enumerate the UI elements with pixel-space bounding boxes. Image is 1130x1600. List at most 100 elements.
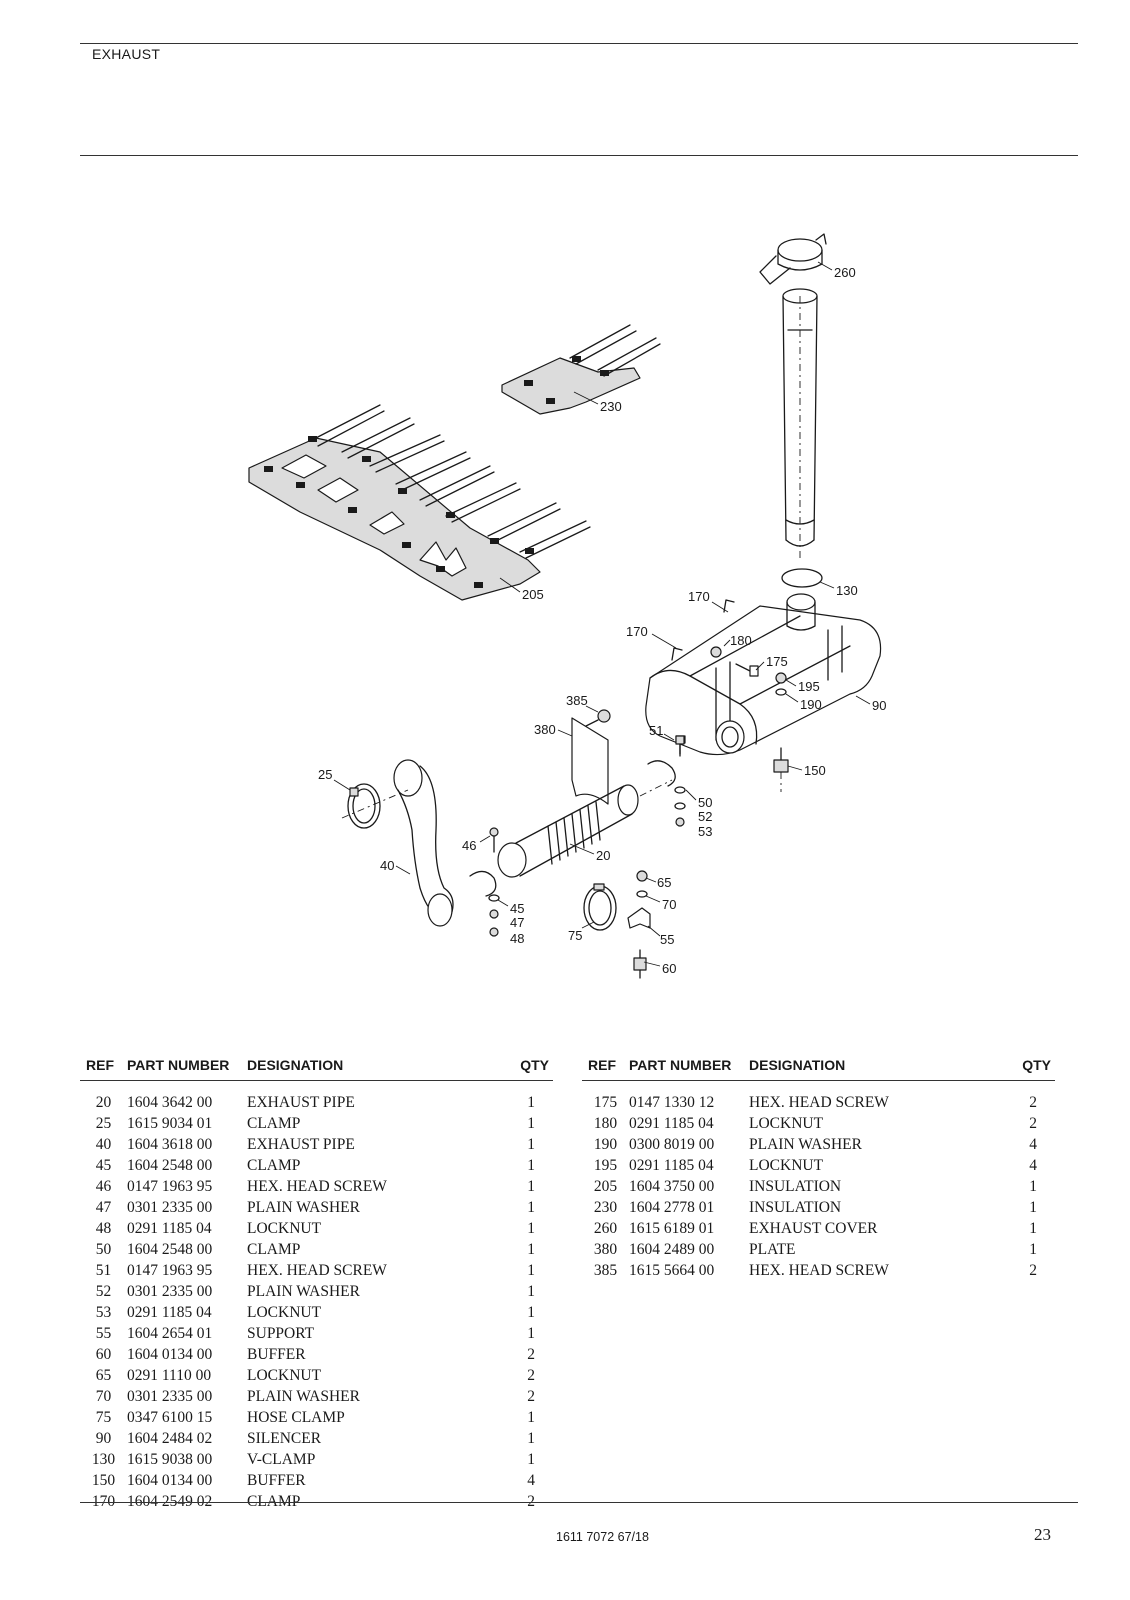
callout-label: 170 bbox=[688, 589, 710, 604]
callout-label: 190 bbox=[800, 697, 822, 712]
ref-cell: 20 bbox=[95, 1093, 112, 1111]
part-number-cell: 1615 5664 00 bbox=[629, 1261, 715, 1279]
qty-cell: 2 bbox=[1029, 1261, 1037, 1279]
designation-cell: EXHAUST PIPE bbox=[247, 1093, 355, 1111]
designation-cell: CLAMP bbox=[247, 1114, 301, 1132]
column-header-part-number: PART NUMBER bbox=[629, 1054, 749, 1081]
designation-cell: V-CLAMP bbox=[247, 1450, 316, 1468]
qty-cell: 1 bbox=[527, 1156, 535, 1174]
callout-label: 25 bbox=[318, 767, 332, 782]
ref-cell: 380 bbox=[593, 1240, 618, 1258]
ref-cell: 65 bbox=[95, 1366, 112, 1384]
callout-label: 385 bbox=[566, 693, 588, 708]
designation-cell: LOCKNUT bbox=[247, 1366, 322, 1384]
ref-cell: 195 bbox=[593, 1156, 618, 1174]
callout-label: 50 bbox=[698, 795, 712, 810]
part-number-cell: 1604 2654 01 bbox=[127, 1324, 213, 1342]
qty-cell: 1 bbox=[527, 1303, 535, 1321]
callout-label: 20 bbox=[596, 848, 610, 863]
document-code: 1611 7072 67/18 bbox=[556, 1530, 649, 1544]
table-row: 65 0291 1110 00 LOCKNUT 2 bbox=[80, 1365, 553, 1386]
qty-cell: 1 bbox=[1029, 1240, 1037, 1258]
clamp-50-drawing bbox=[647, 735, 686, 827]
qty-cell: 2 bbox=[527, 1366, 535, 1384]
ref-cell: 180 bbox=[593, 1114, 618, 1132]
designation-cell: LOCKNUT bbox=[247, 1219, 322, 1237]
column-header-designation: DESIGNATION bbox=[749, 1054, 1009, 1081]
clamp-25-drawing bbox=[347, 783, 381, 829]
part-number-cell: 1604 3750 00 bbox=[629, 1177, 715, 1195]
insulation-205-drawing bbox=[248, 404, 591, 601]
part-number-cell: 1604 0134 00 bbox=[127, 1345, 213, 1363]
part-number-cell: 0147 1963 95 bbox=[127, 1261, 213, 1279]
designation-cell: EXHAUST COVER bbox=[749, 1219, 878, 1237]
ref-cell: 260 bbox=[593, 1219, 618, 1237]
ref-cell: 385 bbox=[593, 1261, 618, 1279]
callout-label: 65 bbox=[657, 875, 671, 890]
callout-label: 205 bbox=[522, 587, 544, 602]
designation-cell: PLAIN WASHER bbox=[749, 1135, 862, 1153]
exhaust-pipe-20-drawing bbox=[497, 779, 673, 878]
qty-cell: 1 bbox=[527, 1219, 535, 1237]
part-number-cell: 1604 3618 00 bbox=[127, 1135, 213, 1153]
column-header-ref: REF bbox=[582, 1054, 629, 1081]
exhaust-cover-260-drawing bbox=[759, 233, 827, 285]
qty-cell: 4 bbox=[527, 1471, 535, 1489]
callout-label: 260 bbox=[834, 265, 856, 280]
header-bottom-rule bbox=[80, 155, 1078, 156]
ref-cell: 75 bbox=[95, 1408, 112, 1426]
part-number-cell: 0300 8019 00 bbox=[629, 1135, 715, 1153]
callout-label: 150 bbox=[804, 763, 826, 778]
qty-cell: 1 bbox=[527, 1093, 535, 1111]
qty-cell: 2 bbox=[1029, 1114, 1037, 1132]
part-number-cell: 0291 1185 04 bbox=[127, 1219, 212, 1237]
designation-cell: CLAMP bbox=[247, 1492, 301, 1510]
designation-cell: SILENCER bbox=[247, 1429, 322, 1447]
part-number-cell: 1604 2778 01 bbox=[629, 1198, 715, 1216]
designation-cell: HEX. HEAD SCREW bbox=[247, 1261, 387, 1279]
qty-cell: 1 bbox=[527, 1324, 535, 1342]
insulation-230-drawing bbox=[501, 324, 661, 415]
designation-cell: PLAIN WASHER bbox=[247, 1282, 360, 1300]
part-number-cell: 0291 1185 04 bbox=[629, 1114, 714, 1132]
ref-cell: 170 bbox=[91, 1492, 116, 1510]
callout-label: 170 bbox=[626, 624, 648, 639]
callout-label: 45 bbox=[510, 901, 524, 916]
part-number-cell: 1615 9038 00 bbox=[127, 1450, 213, 1468]
column-header-part-number: PART NUMBER bbox=[127, 1054, 247, 1081]
exhaust-pipe-40-drawing bbox=[341, 759, 454, 927]
qty-cell: 4 bbox=[1029, 1156, 1037, 1174]
designation-cell: LOCKNUT bbox=[749, 1156, 824, 1174]
leader-lines bbox=[333, 261, 871, 967]
ref-cell: 60 bbox=[95, 1345, 112, 1363]
part-number-cell: 0147 1963 95 bbox=[127, 1177, 213, 1195]
ref-cell: 205 bbox=[593, 1177, 618, 1195]
designation-cell: PLATE bbox=[749, 1240, 796, 1258]
part-number-cell: 0301 2335 00 bbox=[127, 1387, 213, 1405]
part-number-cell: 0291 1110 00 bbox=[127, 1366, 212, 1384]
callout-label: 52 bbox=[698, 809, 712, 824]
part-number-cell: 1604 2489 00 bbox=[629, 1240, 715, 1258]
part-number-cell: 1604 2484 02 bbox=[127, 1429, 213, 1447]
callout-label: 180 bbox=[730, 633, 752, 648]
ref-cell: 46 bbox=[95, 1177, 112, 1195]
callout-label: 51 bbox=[649, 723, 663, 738]
designation-cell: HEX. HEAD SCREW bbox=[749, 1261, 889, 1279]
ref-cell: 130 bbox=[91, 1450, 116, 1468]
part-number-cell: 1604 3642 00 bbox=[127, 1093, 213, 1111]
designation-cell: HEX. HEAD SCREW bbox=[247, 1177, 387, 1195]
